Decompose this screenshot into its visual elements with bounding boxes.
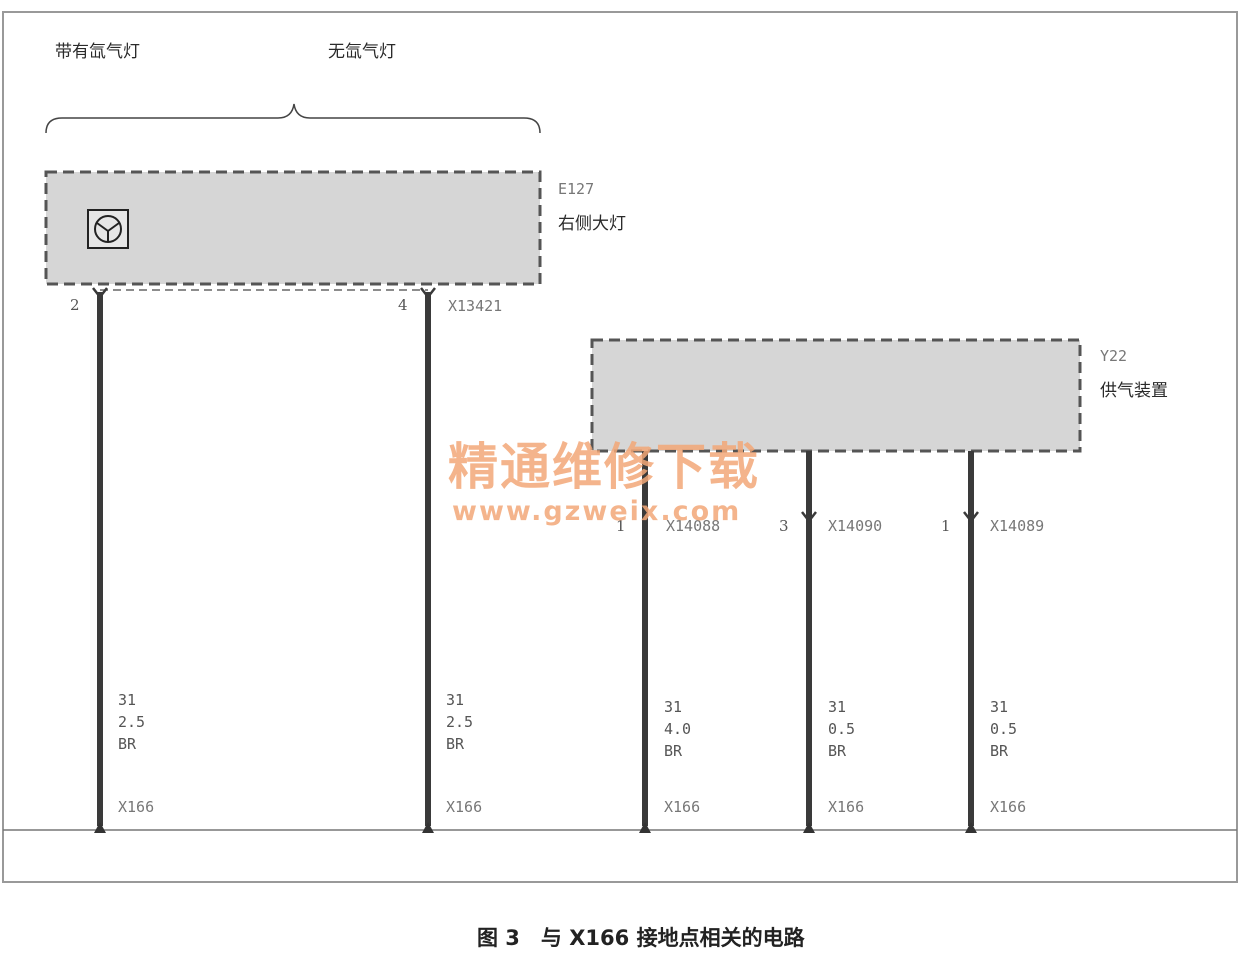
headlight-name: 右侧大灯 [558, 214, 626, 234]
wire-4-spec: 31 0.5 BR [828, 696, 855, 762]
diagram-frame [2, 11, 1238, 883]
connector-label-wire-5: X14089 [990, 517, 1045, 535]
ground-label-wire-3: X166 [664, 798, 701, 816]
wire-2-size: 2.5 [446, 713, 474, 731]
headlight-code: E127 [558, 180, 595, 198]
watermark-title: 精通维修下载 [448, 438, 760, 496]
wire-3-circuit: 31 [664, 698, 683, 716]
wire-1-color: BR [118, 735, 137, 753]
wire-3-spec: 31 4.0 BR [664, 696, 691, 762]
wire-2-spec: 31 2.5 BR [446, 689, 473, 755]
wire-2 [420, 287, 436, 833]
watermark-url: www.gzweix.com [452, 496, 742, 527]
ground-label-wire-4: X166 [828, 798, 865, 816]
wire-4 [801, 451, 817, 833]
headlight-icon [87, 209, 129, 249]
wire-5-color: BR [990, 742, 1009, 760]
wire-2-color: BR [446, 735, 465, 753]
ground-label-wire-1: X166 [118, 798, 155, 816]
supply-code: Y22 [1100, 347, 1128, 365]
pin-label-wire-5: 1 [941, 517, 951, 535]
headlight-connector: X13421 [448, 297, 503, 315]
variant-brace [45, 103, 541, 134]
variant-label-without-xenon: 无氙气灯 [328, 42, 396, 62]
pin-label-wire-1: 2 [70, 296, 80, 314]
wire-4-size: 0.5 [828, 720, 856, 738]
wire-3-color: BR [664, 742, 683, 760]
pin-label-wire-3: 1 [616, 517, 626, 535]
figure-caption: 图 3 与 X166 接地点相关的电路 [477, 926, 805, 950]
ground-label-wire-2: X166 [446, 798, 483, 816]
wire-5 [963, 451, 979, 833]
wire-2-circuit: 31 [446, 691, 465, 709]
supply-name: 供气装置 [1100, 381, 1168, 401]
wire-5-size: 0.5 [990, 720, 1018, 738]
wire-3 [639, 451, 651, 833]
wire-4-color: BR [828, 742, 847, 760]
wire-5-circuit: 31 [990, 698, 1009, 716]
wire-1-circuit: 31 [118, 691, 137, 709]
pin-label-wire-4: 3 [779, 517, 789, 535]
supply-box [590, 338, 1082, 453]
variant-label-with-xenon: 带有氙气灯 [55, 42, 140, 62]
wire-1 [92, 287, 108, 833]
pin-label-wire-2: 4 [398, 296, 408, 314]
wire-1-size: 2.5 [118, 713, 146, 731]
wire-5-spec: 31 0.5 BR [990, 696, 1017, 762]
ground-label-wire-5: X166 [990, 798, 1027, 816]
connector-label-wire-4: X14090 [828, 517, 883, 535]
connector-label-wire-3: X14088 [666, 517, 721, 535]
wire-1-spec: 31 2.5 BR [118, 689, 145, 755]
wire-3-size: 4.0 [664, 720, 692, 738]
wire-4-circuit: 31 [828, 698, 847, 716]
